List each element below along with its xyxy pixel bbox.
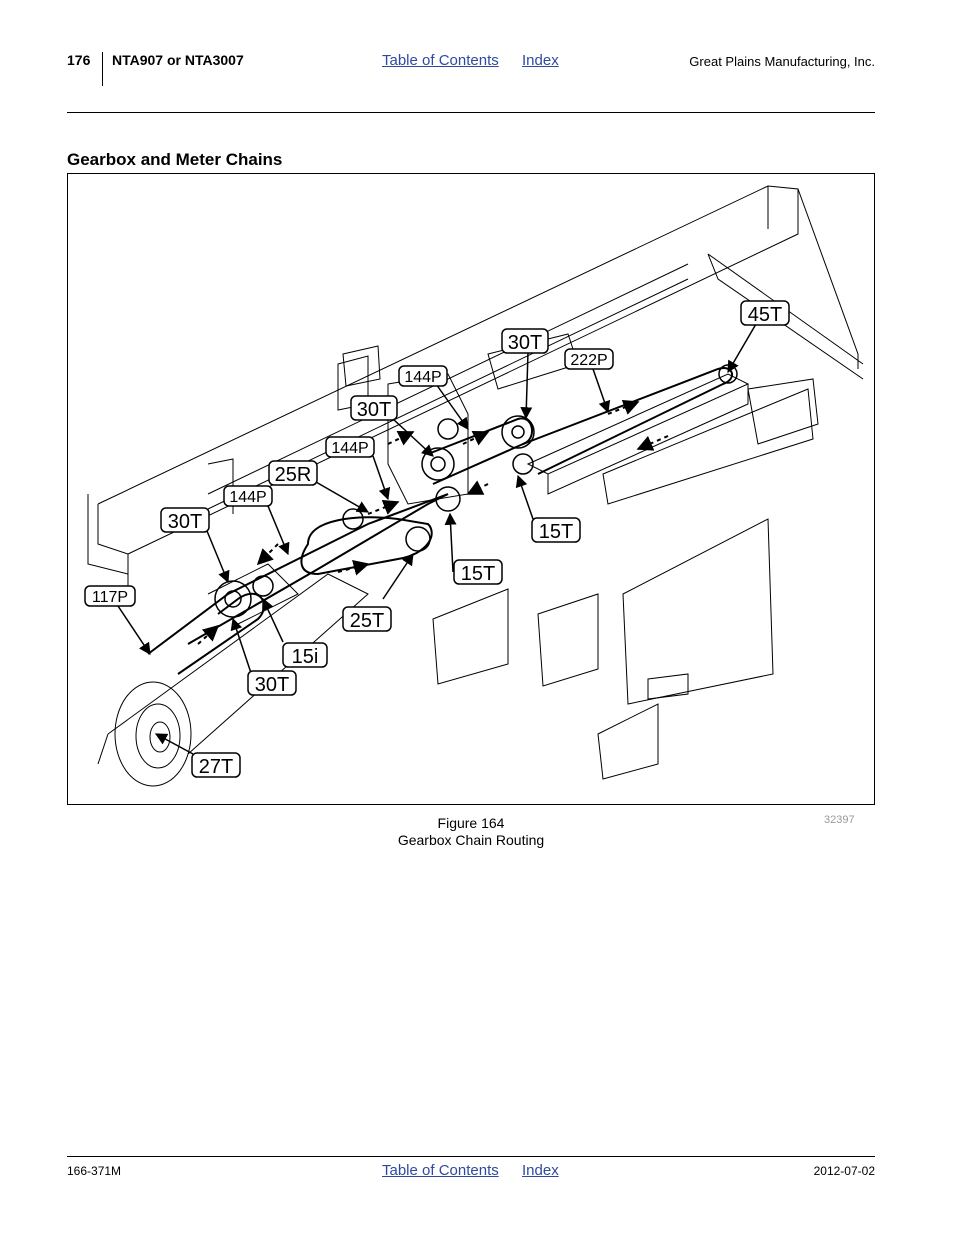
callout-25t: 25T <box>342 606 392 632</box>
page-number: 176 <box>67 52 91 68</box>
callout-117p: 117P <box>84 585 136 607</box>
callout-30t-mid: 30T <box>350 395 398 421</box>
callout-15t-mid: 15T <box>453 559 503 585</box>
callout-25t-text: 25T <box>350 610 384 632</box>
callout-30t-bottom-text: 30T <box>255 674 289 696</box>
callout-30t-bottom: 30T <box>247 670 297 696</box>
leader-lines <box>117 323 757 755</box>
callout-15i: 15i <box>282 642 328 668</box>
publication-date: 2012-07-02 <box>813 1164 875 1178</box>
callout-30t-left: 30T <box>160 507 210 533</box>
callout-27t-text: 27T <box>199 756 233 778</box>
callout-30t-top: 30T <box>501 328 549 354</box>
callout-144p-top-text: 144P <box>404 369 441 386</box>
callout-27t: 27T <box>191 752 241 778</box>
callout-117p-text: 117P <box>92 589 128 606</box>
section-title: Gearbox and Meter Chains <box>67 150 283 169</box>
footer-index-link[interactable]: Index <box>522 1162 559 1179</box>
callout-15t-right: 15T <box>531 517 581 543</box>
callout-222p-text: 222P <box>570 352 607 369</box>
callout-144p-top: 144P <box>398 365 448 387</box>
callout-222p: 222P <box>564 348 614 370</box>
callout-144p-mid-text: 144P <box>331 440 368 457</box>
direction-arrows <box>197 399 669 645</box>
callout-30t-mid-text: 30T <box>357 399 391 421</box>
sprockets <box>214 364 738 618</box>
figure-caption: Gearbox Chain Routing <box>397 832 545 848</box>
callout-45t: 45T <box>740 300 790 326</box>
callout-25r-text: 25R <box>275 464 312 486</box>
footer-toc-link[interactable]: Table of Contents <box>382 1162 499 1179</box>
drawing-id: 32397 <box>824 814 855 826</box>
callout-15t-right-text: 15T <box>539 521 573 543</box>
machine-frame-lines <box>87 185 864 787</box>
callout-30t-top-text: 30T <box>508 332 542 354</box>
callout-15t-mid-text: 15T <box>461 563 495 585</box>
company-name: Great Plains Manufacturing, Inc. <box>689 54 875 69</box>
callout-144p-low-text: 144P <box>229 489 266 506</box>
figure-frame: 45T 30T 222P 144P 30T 144P <box>67 173 875 805</box>
callout-25r: 25R <box>268 460 318 486</box>
callout-30t-left-text: 30T <box>168 511 202 533</box>
document-number: 166-371M <box>67 1164 122 1178</box>
callout-144p-mid: 144P <box>325 436 375 458</box>
callout-15i-text: 15i <box>292 646 319 668</box>
callout-144p-low: 144P <box>223 485 273 507</box>
callout-labels: 45T 30T 222P 144P 30T 144P <box>84 300 790 778</box>
footer-rule <box>67 1156 875 1157</box>
figure-number: Figure 164 <box>437 815 505 831</box>
callout-45t-text: 45T <box>748 304 782 326</box>
model-title: NTA907 or NTA3007 <box>112 52 244 68</box>
header-divider <box>102 52 103 86</box>
gearbox-chain-diagram: 45T 30T 222P 144P 30T 144P <box>84 185 864 787</box>
header-index-link[interactable]: Index <box>522 52 559 69</box>
header-rule <box>67 112 875 113</box>
header-toc-link[interactable]: Table of Contents <box>382 52 499 69</box>
